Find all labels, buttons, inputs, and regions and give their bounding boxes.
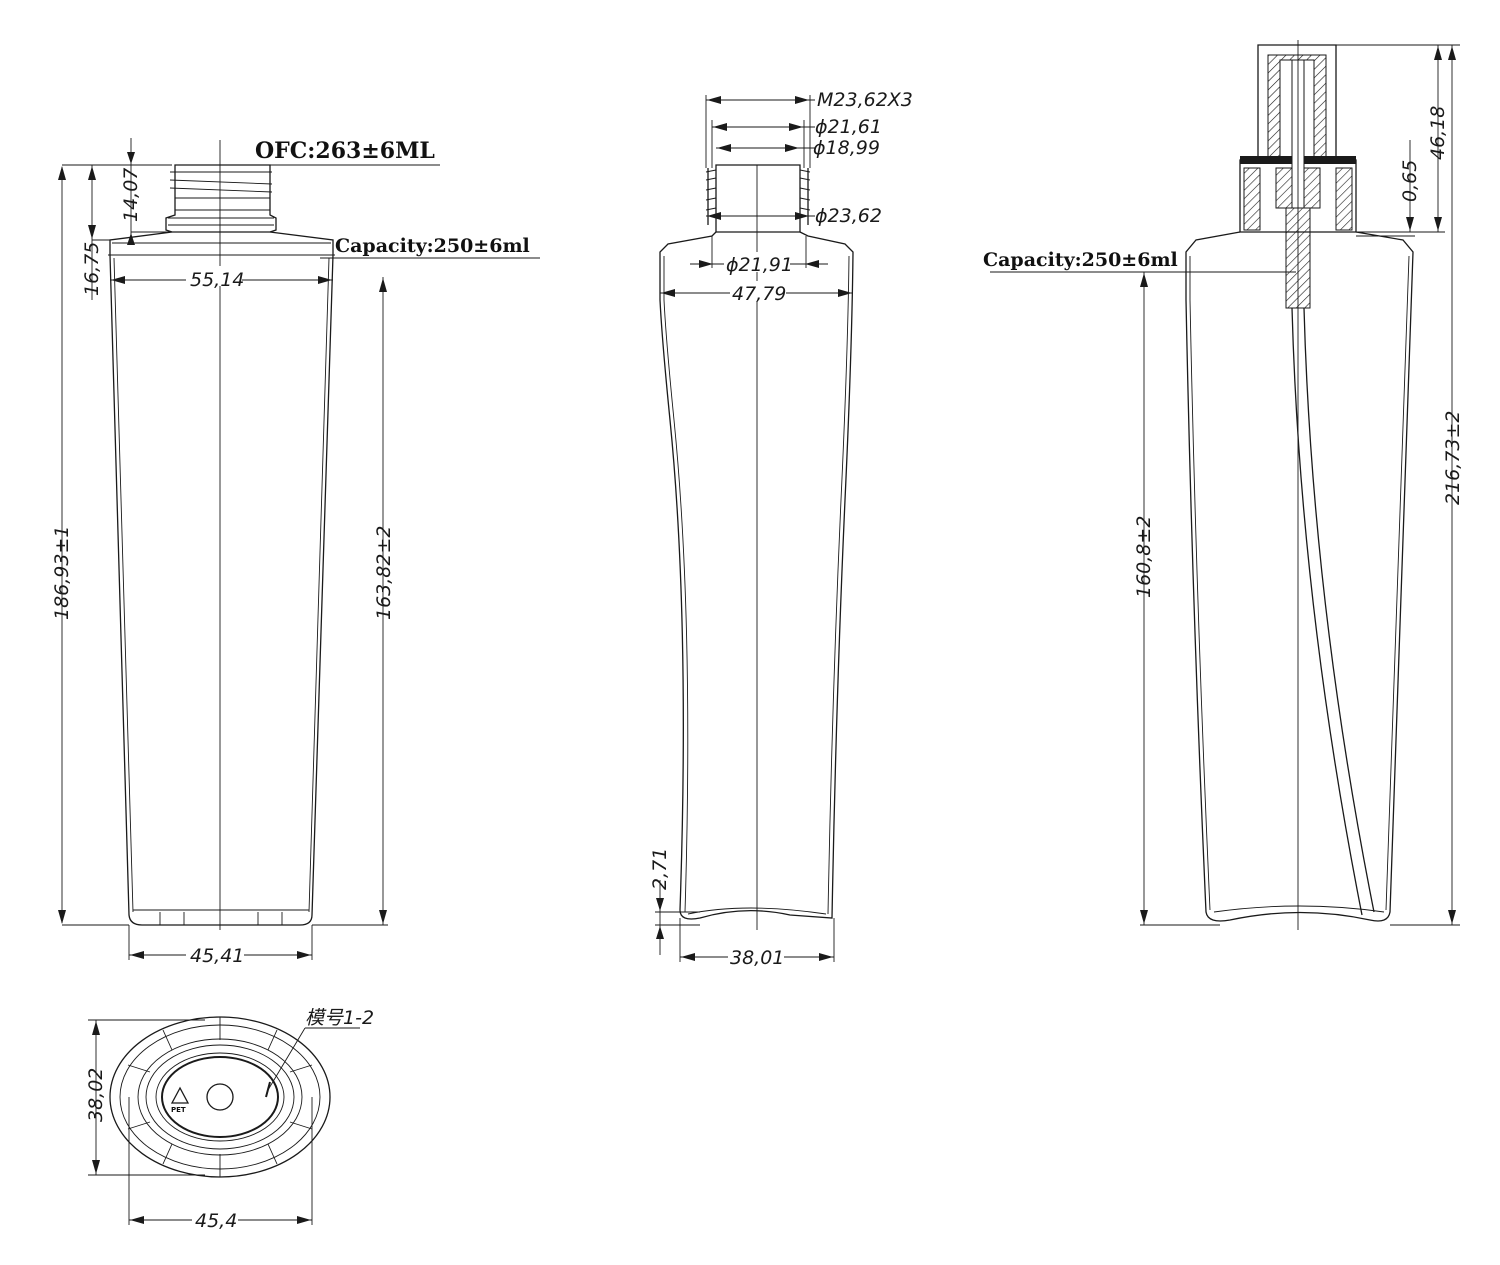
capacity-label: Capacity:250±6ml (335, 235, 530, 257)
recycle-icon (170, 1086, 190, 1104)
dim-assembled-height: 216,73±2 (1442, 411, 1464, 506)
dim-total-height: 186,93±1 (51, 526, 73, 621)
ofc-label: OFC:263±6ML (255, 138, 435, 164)
dim-base-width: 45,41 (190, 945, 244, 967)
recycle-code: PET (171, 1106, 186, 1114)
dim-neck-height: 14,07 (120, 168, 142, 222)
dim-side-base-width: 38,01 (730, 947, 784, 969)
capacity-assembled-label: Capacity:250±6ml (983, 249, 1178, 271)
dim-base-depth: 2,71 (649, 848, 671, 890)
dim-d2: ϕ18,99 (813, 137, 880, 159)
dim-cap-height: 46,18 (1427, 106, 1449, 160)
dim-thread: M23,62X3 (817, 89, 913, 111)
pump-view: Capacity:250±6ml 46,18 0,65 216,73±2 160… (983, 40, 1464, 930)
dim-d4: ϕ21,91 (726, 254, 793, 276)
pump-bottle-outline (1185, 231, 1414, 922)
dim-d3: ϕ23,62 (815, 205, 882, 227)
side-view: M23,62X3 ϕ21,61 ϕ18,99 ϕ23,62 ϕ21,91 47,… (649, 89, 913, 969)
dim-shoulder-width: 55,14 (190, 269, 244, 291)
dim-d1: ϕ21,61 (815, 116, 882, 138)
front-view: OFC:263±6ML Capacity:250±6ml 186,93±1 16… (51, 138, 540, 967)
front-shoulder (109, 231, 334, 255)
mold-number: 模号1-2 (305, 1007, 374, 1029)
side-body-outline (659, 231, 854, 920)
dim-assembled-body: 160,8±2 (1133, 516, 1155, 598)
dim-bottom-depth: 38,02 (85, 1068, 107, 1122)
front-thread-lines (168, 171, 274, 226)
dim-side-width: 47,79 (732, 283, 786, 305)
dim-gap: 0,65 (1399, 160, 1421, 202)
dim-bottom-width: 45,4 (195, 1210, 237, 1232)
dim-shoulder-height: 16,75 (81, 242, 103, 296)
bottom-view: PET 模号1-2 38,02 45,4 (85, 1007, 374, 1232)
dip-tube (1291, 307, 1375, 916)
front-body-outline (109, 254, 334, 926)
dim-body-height: 163,82±2 (373, 526, 395, 621)
front-neck-outline (165, 164, 277, 233)
